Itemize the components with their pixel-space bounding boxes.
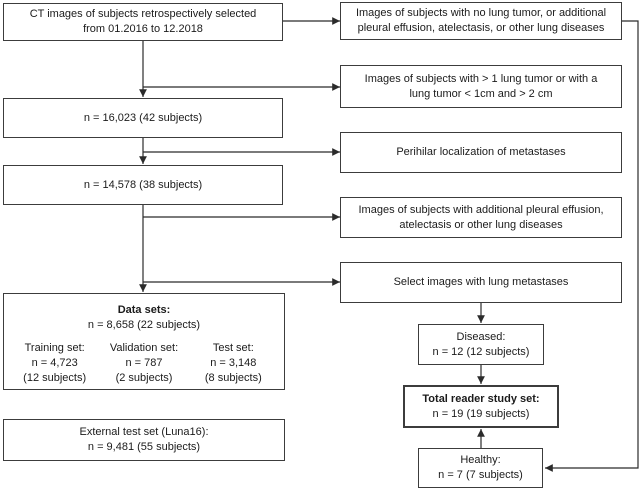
box-exclusion-no-lung-tumor: Images of subjects with no lung tumor, o… <box>340 2 622 40</box>
box-exclusion-pleural-effusion: Images of subjects with additional pleur… <box>340 197 622 238</box>
box-text-line: Perihilar localization of metastases <box>396 146 566 158</box>
box-source-ct-images: CT images of subjects retrospectively se… <box>3 3 283 41</box>
box-text-line: from 01.2016 to 12.2018 <box>83 23 203 35</box>
box-text-line: n = 7 (7 subjects) <box>438 469 523 481</box>
box-text-line: Healthy: <box>460 454 501 466</box>
datasets-column-test: Test set: n = 3,148 (8 subjects) <box>189 341 278 386</box>
box-exclusion-tumor-count-size: Images of subjects with > 1 lung tumor o… <box>340 65 622 108</box>
box-text-line: Images of subjects with no lung tumor, o… <box>355 7 607 19</box>
box-text-line: n = 9,481 (55 subjects) <box>87 441 201 453</box>
box-total-reader-study-set: Total reader study set: n = 19 (19 subje… <box>403 385 559 428</box>
box-text-line: atelectasis or other lung diseases <box>399 218 563 231</box>
box-text-line: n = 14,578 (38 subjects) <box>83 178 203 191</box>
box-diseased: Diseased: n = 12 (12 subjects) <box>418 324 544 365</box>
box-text-line: n = 19 (19 subjects) <box>432 407 530 420</box>
box-healthy: Healthy: n = 7 (7 subjects) <box>418 448 543 488</box>
box-external-test-set: External test set (Luna16): n = 9,481 (5… <box>3 419 285 461</box>
box-text-line: Select images with lung metastases <box>393 276 569 288</box>
box-datasets: Data sets: n = 8,658 (22 subjects) Train… <box>3 293 285 390</box>
set-name: Validation set: <box>109 342 179 354</box>
set-name: Training set: <box>24 342 85 354</box>
set-n: n = 4,723 <box>31 357 78 369</box>
box-text-line: Total reader study set: <box>422 392 540 405</box>
datasets-columns: Training set: n = 4,723 (12 subjects) Va… <box>10 341 278 386</box>
box-text-line: Images of subjects with > 1 lung tumor o… <box>364 72 598 85</box>
box-text-line: lung tumor < 1cm and > 2 cm <box>409 87 553 100</box>
set-n: n = 3,148 <box>210 357 257 369</box>
box-text-line: n = 16,023 (42 subjects) <box>83 111 203 124</box>
set-subjects: (2 subjects) <box>115 372 173 384</box>
box-text-line: External test set (Luna16): <box>79 426 209 438</box>
set-subjects: (12 subjects) <box>23 372 87 384</box>
box-text-line: pleural effusion, atelectasis, or other … <box>357 22 605 34</box>
datasets-title: Data sets: <box>117 304 171 316</box>
datasets-column-training: Training set: n = 4,723 (12 subjects) <box>10 341 99 386</box>
box-text-line: CT images of subjects retrospectively se… <box>29 8 257 20</box>
box-exclusion-perihilar: Perihilar localization of metastases <box>340 132 622 173</box>
set-subjects: (8 subjects) <box>204 372 262 384</box>
box-text-line: Diseased: <box>456 330 506 343</box>
box-text-line: Images of subjects with additional pleur… <box>358 203 604 216</box>
set-n: n = 787 <box>125 357 163 369</box>
box-n-16023: n = 16,023 (42 subjects) <box>3 98 283 138</box>
set-name: Test set: <box>212 342 254 354</box>
box-text-line: n = 12 (12 subjects) <box>432 345 530 358</box>
datasets-total: n = 8,658 (22 subjects) <box>87 319 201 331</box>
box-select-lung-metastases: Select images with lung metastases <box>340 262 622 303</box>
box-n-14578: n = 14,578 (38 subjects) <box>3 165 283 205</box>
datasets-column-validation: Validation set: n = 787 (2 subjects) <box>99 341 188 386</box>
